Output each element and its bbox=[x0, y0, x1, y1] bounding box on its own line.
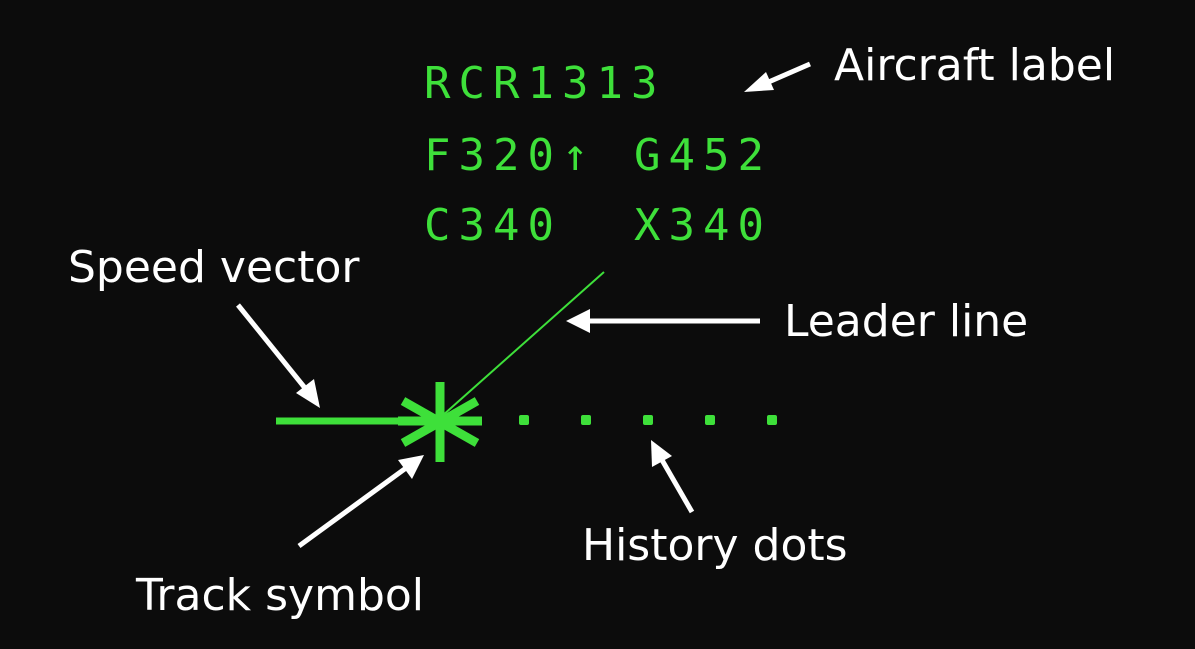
track-symbol bbox=[398, 382, 482, 462]
track-symbol-arrow bbox=[297, 455, 424, 549]
exit-level: X340 bbox=[634, 200, 772, 251]
history-dots-arrow bbox=[651, 440, 695, 514]
history-dot bbox=[643, 415, 653, 425]
annotation-arrows bbox=[236, 61, 811, 549]
cleared-level: C340 bbox=[424, 200, 562, 251]
track-symbol-annotation: Track symbol bbox=[136, 570, 425, 621]
leader-line-arrow bbox=[566, 309, 760, 333]
history-dots-annotation: History dots bbox=[582, 520, 848, 571]
history-dot bbox=[519, 415, 529, 425]
ground-speed: G452 bbox=[634, 130, 772, 181]
leader-line-annotation: Leader line bbox=[784, 296, 1029, 347]
history-dot bbox=[705, 415, 715, 425]
aircraft-label-annotation: Aircraft label bbox=[834, 40, 1116, 91]
history-dot bbox=[767, 415, 777, 425]
history-dots bbox=[519, 415, 777, 425]
history-dot bbox=[581, 415, 591, 425]
speed-vector-annotation: Speed vector bbox=[68, 242, 360, 293]
aircraft-label-arrow bbox=[744, 61, 811, 92]
speed-vector-arrow bbox=[236, 303, 320, 408]
callsign: RCR1313 bbox=[424, 58, 666, 109]
flight-level: F320↑ bbox=[424, 130, 597, 181]
leader-line bbox=[441, 271, 605, 417]
